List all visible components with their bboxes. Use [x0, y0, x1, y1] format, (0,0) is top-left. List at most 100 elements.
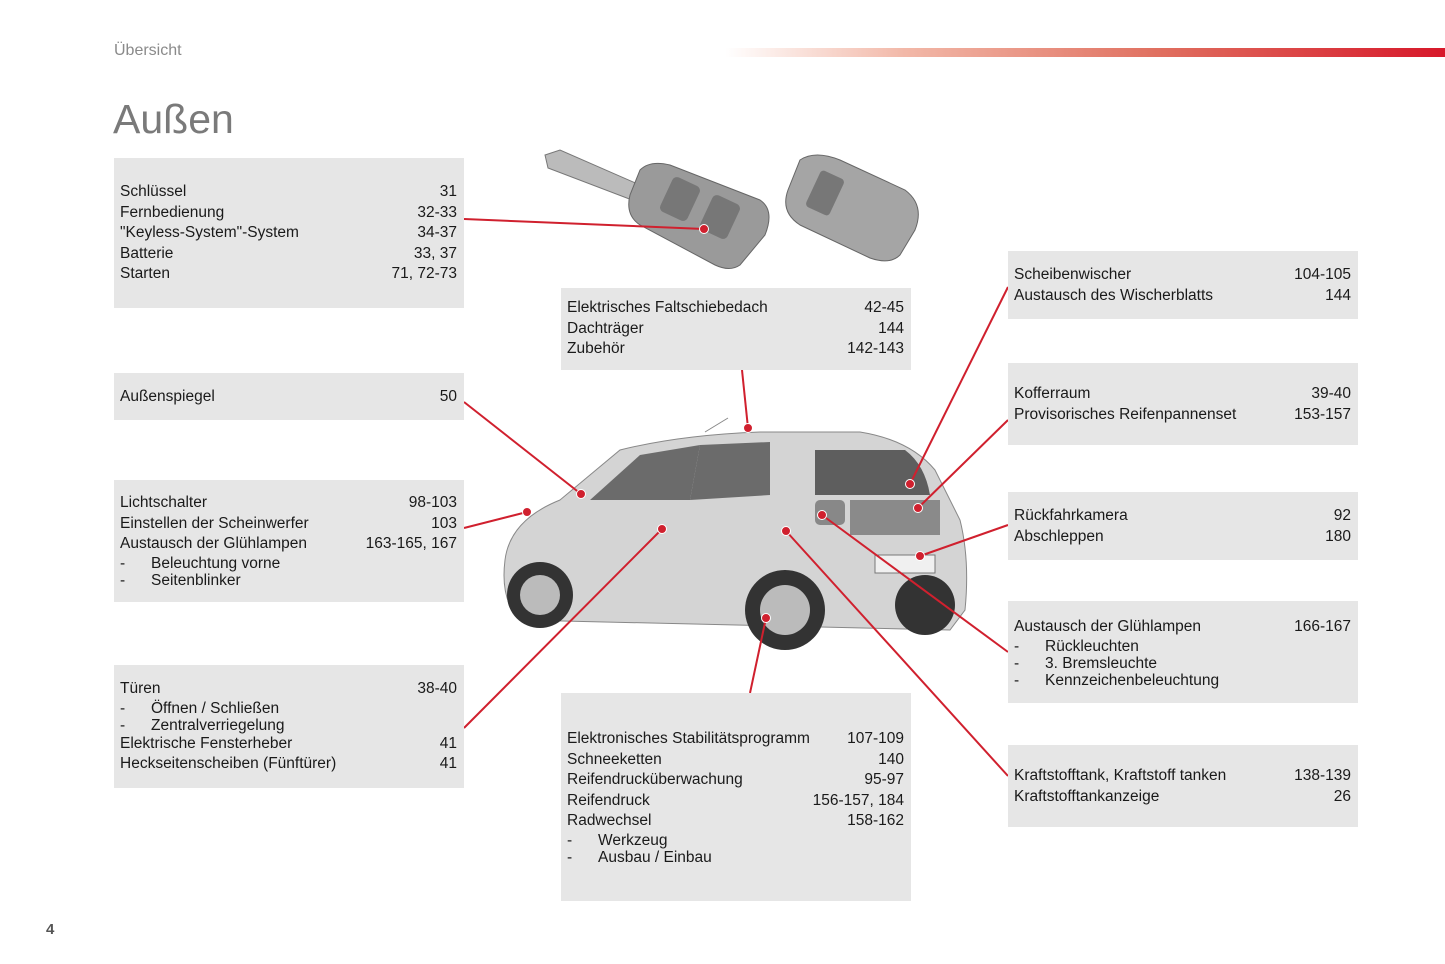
- entry-label: Rückfahrkamera: [1014, 507, 1128, 524]
- bullet-dash: -: [120, 554, 126, 572]
- page-reference: 138-139: [1294, 767, 1351, 784]
- page-reference: 144: [878, 319, 904, 337]
- entry-label: Kofferraum: [1014, 385, 1091, 402]
- entry-label: Reifendruck: [567, 791, 650, 809]
- entry-label: Provisorisches Reifenpannenset: [1014, 405, 1237, 423]
- entry-text: Seitenblinker: [151, 571, 241, 589]
- leader-dot: [657, 524, 667, 534]
- leader-line: [463, 511, 528, 529]
- leader-dot: [817, 510, 827, 520]
- key-fob-flip-icon: [544, 149, 770, 269]
- entry-row: "Keyless-System"-System 34-37: [120, 223, 457, 244]
- entry-label: Austausch der Glühlampen: [1014, 618, 1201, 635]
- entry-text: Beleuchtung vorne: [151, 554, 281, 572]
- leader-dot: [699, 224, 709, 234]
- page-reference: 142-143: [847, 340, 904, 357]
- page-reference: 92: [1333, 507, 1351, 524]
- page-reference: 39-40: [1311, 385, 1351, 402]
- page-reference: 140: [878, 750, 904, 768]
- entry-label: Türen: [120, 680, 161, 697]
- entry-label: Starten: [120, 265, 170, 282]
- entry-label: Heckseitenscheiben (Fünftürer): [120, 755, 337, 772]
- info-box-fuel: Kraftstofftank, Kraftstoff tanken 138-139…: [1008, 745, 1358, 827]
- entry-text: Kennzeichenbeleuchtung: [1045, 671, 1220, 689]
- leader-dot: [743, 423, 753, 433]
- page-reference: 31: [439, 183, 457, 200]
- entry-label: -Zentralverriegelung: [120, 717, 285, 734]
- leader-line: [463, 528, 663, 729]
- page-reference: 104-105: [1294, 266, 1351, 283]
- page-reference: 95-97: [864, 771, 904, 788]
- entry-label: Abschleppen: [1014, 527, 1104, 545]
- entry-row: Dachträger 144: [567, 319, 904, 340]
- leader-dot: [913, 503, 923, 513]
- entry-label: Kraftstofftank, Kraftstoff tanken: [1014, 767, 1227, 784]
- entry-label: Dachträger: [567, 319, 644, 337]
- entry-text: 3. Bremsleuchte: [1045, 654, 1157, 672]
- leader-lines: [463, 218, 1009, 777]
- leader-dot: [905, 479, 915, 489]
- sub-entry: -Öffnen / Schließen: [120, 700, 457, 717]
- entry-label: Elektrische Fensterheber: [120, 734, 293, 752]
- sub-entry: -Kennzeichenbeleuchtung: [1014, 672, 1351, 689]
- entry-label: Austausch des Wischerblatts: [1014, 286, 1214, 304]
- entry-row: Rückfahrkamera 92: [1014, 506, 1351, 527]
- sub-entry: -Rückleuchten: [1014, 638, 1351, 655]
- bullet-dash: -: [1014, 654, 1020, 672]
- leader-dot: [915, 551, 925, 561]
- leader-line: [463, 218, 705, 230]
- leader-dot: [576, 489, 586, 499]
- entry-row: Austausch des Wischerblatts 144: [1014, 286, 1351, 307]
- page-reference: 26: [1333, 787, 1351, 805]
- leader-line: [741, 369, 749, 429]
- sub-entry: - Beleuchtung vorne: [120, 555, 457, 572]
- entry-label: "Keyless-System"-System: [120, 224, 299, 241]
- leader-line: [917, 419, 1009, 509]
- entry-text: Rückleuchten: [1045, 637, 1139, 655]
- page-reference: 41: [439, 755, 457, 772]
- page-reference: 42-45: [864, 299, 904, 316]
- entry-text: Ausbau / Einbau: [598, 848, 712, 866]
- entry-row: Kraftstofftankanzeige 26: [1014, 787, 1351, 808]
- entry-label: -Rückleuchten: [1014, 638, 1139, 655]
- page-reference: 103: [431, 514, 457, 532]
- entry-row: Reifendrucküberwachung 95-97: [567, 770, 904, 791]
- bullet-dash: -: [567, 831, 573, 849]
- entry-row: Schneeketten 140: [567, 750, 904, 771]
- page-reference: 144: [1325, 286, 1351, 304]
- entry-row: Heckseitenscheiben (Fünftürer) 41: [120, 754, 457, 775]
- entry-label: Austausch der Glühlampen: [120, 535, 307, 552]
- page-title: Außen: [113, 96, 234, 142]
- entry-label: Kraftstofftankanzeige: [1014, 787, 1160, 805]
- page-reference: 34-37: [417, 224, 457, 241]
- entry-row: Kofferraum 39-40: [1014, 384, 1351, 405]
- page-reference: 158-162: [847, 812, 904, 829]
- entry-label: Schneeketten: [567, 750, 662, 768]
- page-reference: 33, 37: [413, 244, 457, 262]
- leader-line: [919, 524, 1009, 557]
- entry-text: Öffnen / Schließen: [151, 699, 280, 717]
- page-reference: 50: [439, 388, 457, 405]
- entry-label: Reifendrucküberwachung: [567, 771, 743, 788]
